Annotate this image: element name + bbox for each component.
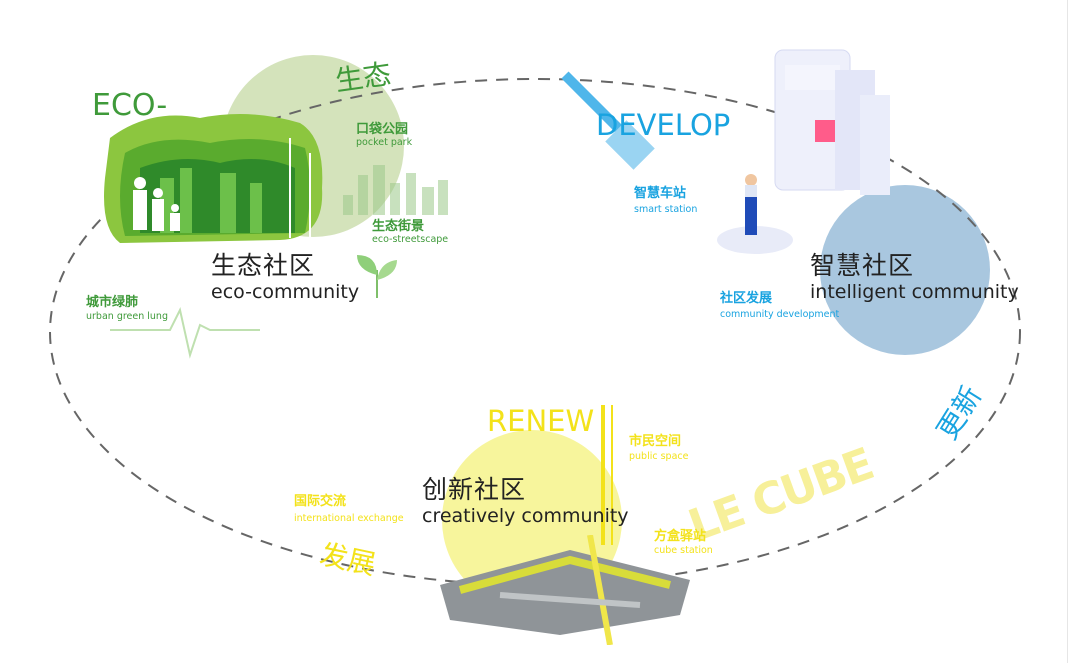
cycle-label-eco: 生态 xyxy=(333,57,394,98)
community-development-cn: 社区发展 xyxy=(720,291,773,306)
usb-plug-icon xyxy=(561,71,655,170)
develop-title-en: intelligent community xyxy=(810,281,1019,303)
eco-heading: ECO- xyxy=(92,88,168,123)
smart-station-en: smart station xyxy=(634,204,698,215)
urban-green-lung-en: urban green lung xyxy=(86,311,168,322)
cube-station-en: cube station xyxy=(654,545,713,556)
renew-title-cn: 创新社区 xyxy=(422,475,527,504)
public-space-en: public space xyxy=(629,451,689,462)
eco-title-cn: 生态社区 xyxy=(211,251,316,280)
international-exchange-cn: 国际交流 xyxy=(294,494,347,509)
international-exchange-en: international exchange xyxy=(294,513,404,524)
station-building-illustration xyxy=(440,535,690,645)
intelligent-circle xyxy=(820,185,990,355)
leaf-icon xyxy=(357,255,397,298)
eco-city-illustration xyxy=(104,114,323,243)
renew-title-en: creatively community xyxy=(422,505,629,527)
pocket-park-en: pocket park xyxy=(356,137,413,148)
smart-city-illustration xyxy=(717,49,890,254)
smart-station-cn: 智慧车站 xyxy=(634,186,687,201)
cube-station-cn: 方盒驿站 xyxy=(654,529,707,544)
yellow-vertical-lines xyxy=(601,405,613,545)
public-space-cn: 市民空间 xyxy=(629,434,682,449)
develop-heading: DEVELOP xyxy=(596,108,731,142)
page-edge-divider xyxy=(1067,0,1068,663)
eco-streetscape-cn: 生态街景 xyxy=(372,219,425,234)
green-lung-heartbeat-icon xyxy=(110,307,260,359)
renew-heading: RENEW xyxy=(487,404,595,438)
city-skyline-icon xyxy=(343,165,448,215)
urban-green-lung-cn: 城市绿肺 xyxy=(86,295,139,310)
eco-title-en: eco-community xyxy=(211,281,360,303)
eco-streetscape-en: eco-streetscape xyxy=(372,234,449,245)
community-development-en: community development xyxy=(720,309,840,320)
develop-title-cn: 智慧社区 xyxy=(810,251,915,280)
pocket-park-cn: 口袋公园 xyxy=(356,122,409,137)
